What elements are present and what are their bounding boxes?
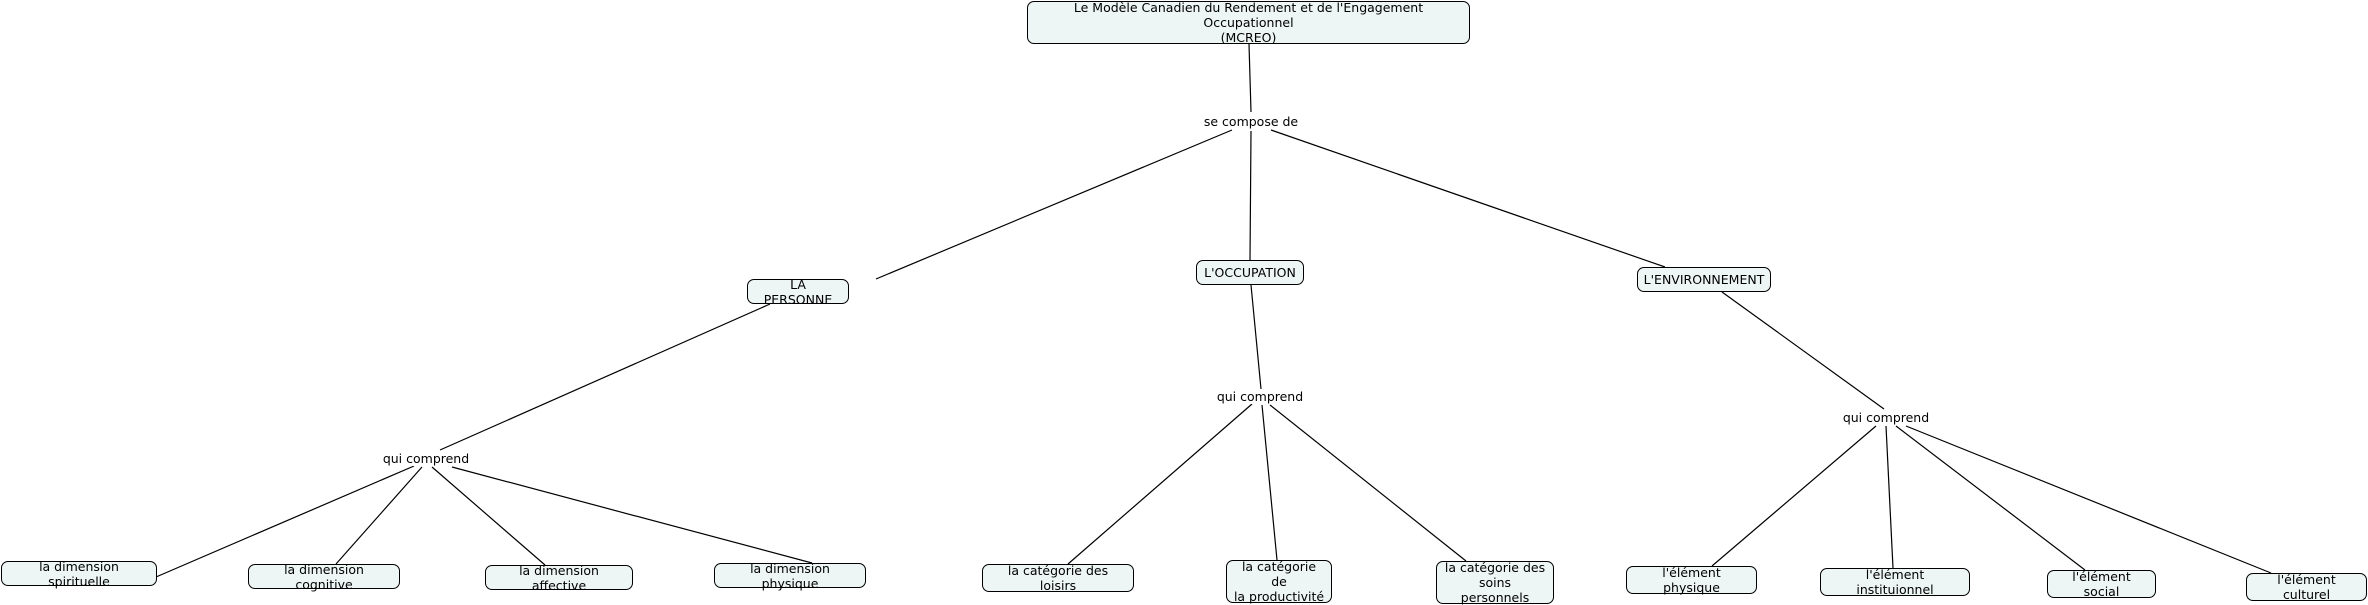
leaf-element-social[interactable]: l'élément social [2047,569,2156,599]
connector-environnement-to-label [1721,291,1885,410]
leaf-dimension-spirituelle[interactable]: la dimension spirituelle [1,559,157,589]
leaf-categorie-loisirs[interactable]: la catégorie des loisirs [982,563,1134,593]
root-link-label: se compose de [1200,114,1302,129]
connector-personne-label-to-spirituelle [155,465,415,578]
branch-node-personne[interactable]: LA PERSONNE [747,277,849,307]
connector-label-to-occupation [1249,130,1252,261]
leaf-element-institutionnel[interactable]: l'élément instituionnel [1820,567,1970,597]
leaf-element-physique[interactable]: l'élément physique [1626,565,1757,595]
branch-node-environnement[interactable]: L'ENVIRONNEMENT [1637,267,1771,292]
connector-environnement-label-to-social [1895,425,2086,571]
leaf-dimension-physique[interactable]: la dimension physique [714,561,866,591]
environnement-link-label: qui comprend [1839,410,1933,425]
connector-environnement-label-to-culturel [1905,425,2272,574]
connector-personne-label-to-physique [451,466,813,564]
connector-personne-label-to-cognitive [335,466,423,565]
leaf-categorie-soins-personnels[interactable]: la catégorie des soins personnels [1436,560,1554,605]
occupation-link-label: qui comprend [1213,389,1307,404]
personne-link-label: qui comprend [379,451,473,466]
connector-occupation-label-to-soins [1269,404,1467,562]
leaf-dimension-affective[interactable]: la dimension affective [485,563,633,593]
root-node[interactable]: Le Modèle Canadien du Rendement et de l'… [1027,0,1470,45]
connector-occupation-label-to-productivite [1261,404,1278,561]
leaf-categorie-productivite[interactable]: la catégorie de la productivité [1226,559,1332,604]
connector-personne-to-label [439,303,771,451]
leaf-dimension-cognitive[interactable]: la dimension cognitive [248,562,400,592]
connector-environnement-label-to-physique [1711,425,1877,567]
connector-environnement-label-to-institutionnel [1885,425,1894,569]
connector-personne-label-to-affective [431,466,546,566]
connector-occupation-label-to-loisirs [1067,403,1253,565]
branch-node-occupation[interactable]: L'OCCUPATION [1196,260,1304,285]
connector-label-to-environnement [1270,129,1666,268]
connector-occupation-to-label [1250,284,1262,390]
connector-root-to-label [1248,43,1252,113]
leaf-element-culturel[interactable]: l'élément culturel [2246,572,2367,602]
connector-label-to-personne [875,129,1233,280]
